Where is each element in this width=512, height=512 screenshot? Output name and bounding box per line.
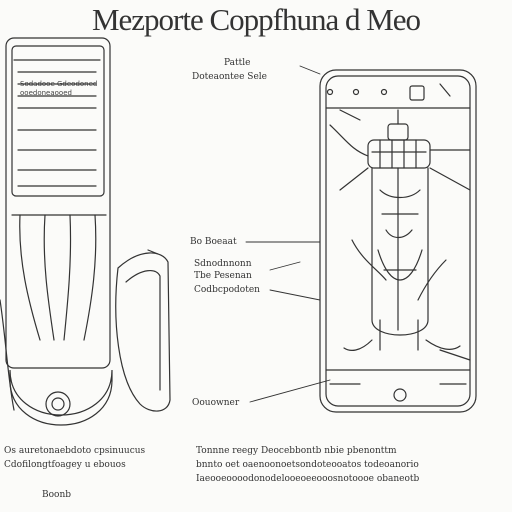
label-side-3: Codbcpodoten xyxy=(194,285,260,295)
label-top-2: Doteaontee Sele xyxy=(192,72,267,82)
internal-mechanism xyxy=(329,109,471,361)
caption-left-footer: Boonb xyxy=(42,490,72,500)
label-side-1: Sdnodnnonn xyxy=(194,259,252,269)
label-top-1: Pattle xyxy=(224,58,251,68)
left-attachment xyxy=(115,249,171,412)
label-mid: Bo Boeaat xyxy=(190,237,237,247)
callout-lines xyxy=(245,65,331,403)
label-side-2: Tbe Pesenan xyxy=(194,271,252,281)
label-bottom: Oouowner xyxy=(192,398,240,408)
left-housing xyxy=(0,37,113,426)
right-frame xyxy=(319,69,477,413)
caption-right-2: bnnto oet oaenoonoetsondoteooatos todeoa… xyxy=(196,460,419,470)
caption-left-2: Cdofilongtfoagey u ebouos xyxy=(4,460,126,470)
diagram-title: Mezporte Coppfhuna d Meo xyxy=(91,2,421,37)
caption-left-1: Os auretonaebdoto cpsinuucus xyxy=(4,446,146,456)
caption-right-3: Iaeooeoooodonodelooeoeeooosnotoooe obane… xyxy=(196,474,420,484)
caption-right-1: Tonnne reegy Deocebbontb nbie pbenonttm xyxy=(196,446,397,456)
